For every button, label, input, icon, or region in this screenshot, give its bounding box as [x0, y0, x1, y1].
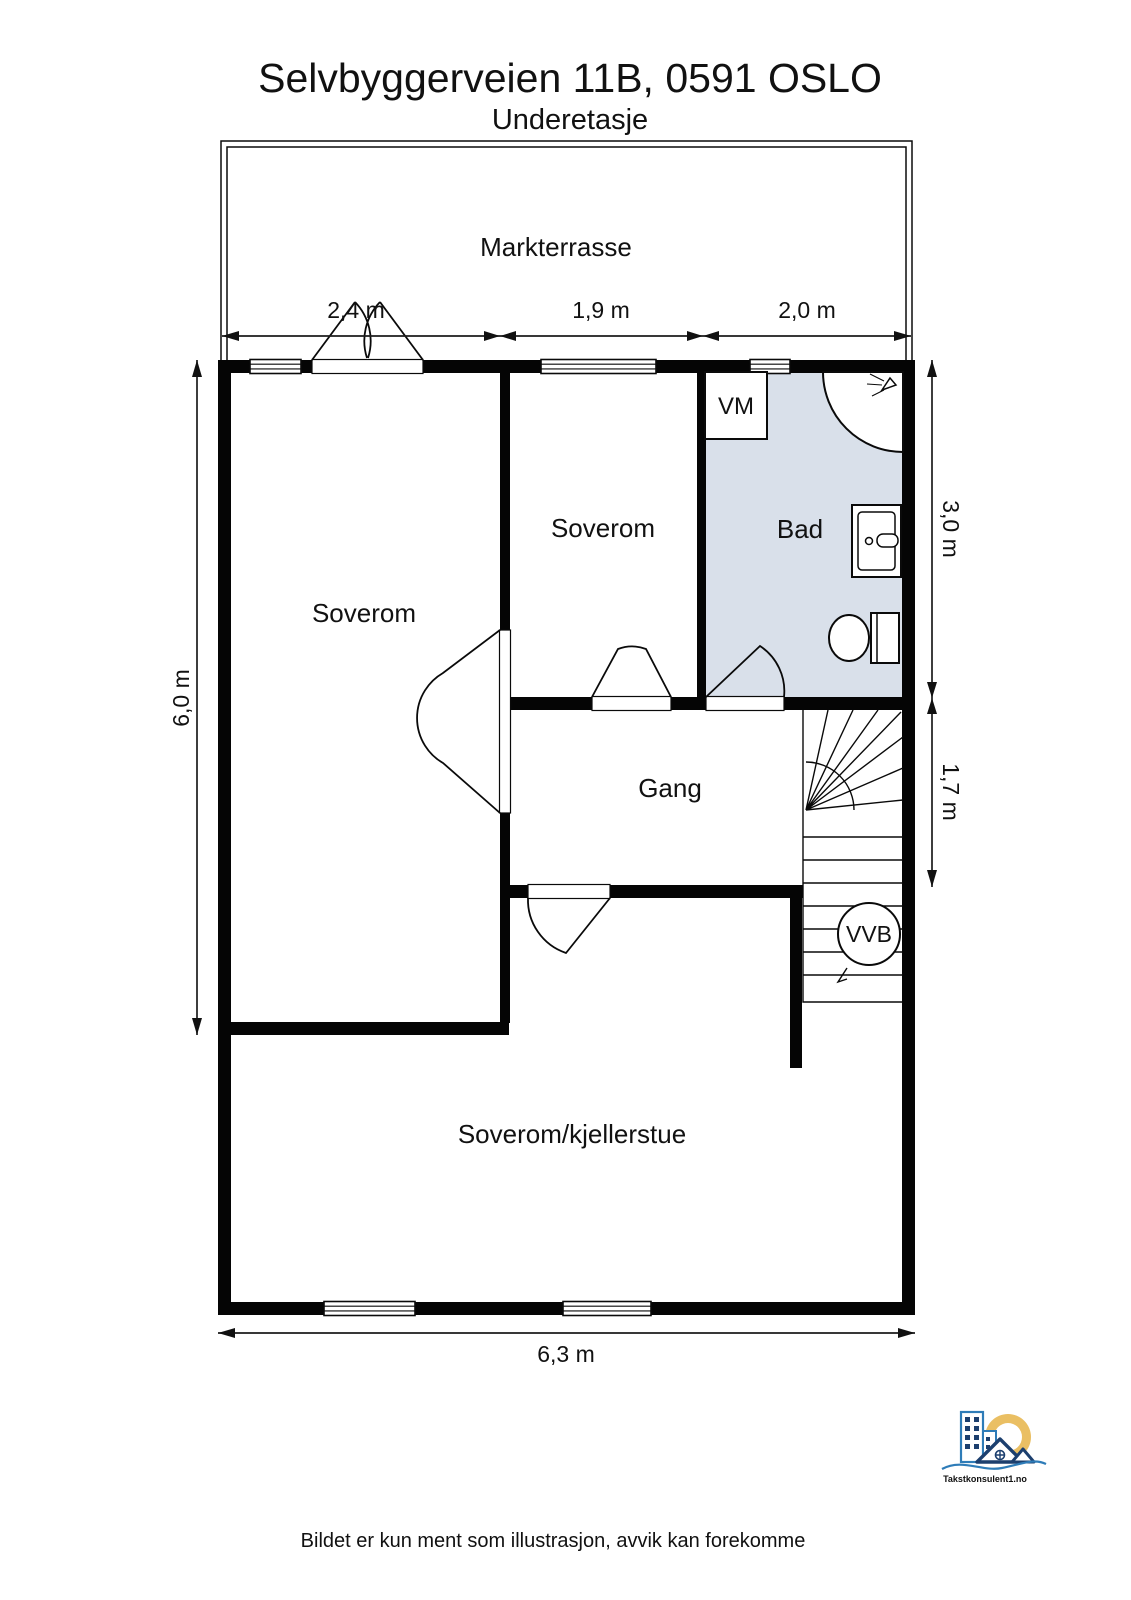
bathroom-fixtures: VM — [704, 371, 904, 664]
opening-kjellerstue — [527, 883, 611, 900]
window — [562, 1300, 652, 1317]
walls — [218, 360, 915, 1315]
terrace-french-door — [311, 301, 424, 361]
door-openings — [311, 358, 785, 900]
door-soverom-mid — [591, 645, 672, 698]
logo-building-windows — [965, 1417, 990, 1449]
terrace: Markterrasse — [220, 140, 913, 362]
washing-machine-box — [704, 371, 768, 440]
room-label-kjellerstue: Soverom/kjellerstue — [458, 1119, 686, 1149]
wall-interior-a-upper — [500, 372, 510, 630]
wall-gang-bottom-seg1 — [500, 885, 528, 898]
shower-head-icon — [866, 373, 898, 397]
window-lines — [324, 1305, 415, 1312]
dimension-bottom: 6,3 m — [218, 1328, 915, 1367]
wall-bathroom-west — [697, 372, 706, 710]
door-bad — [705, 644, 786, 698]
sink-icon — [851, 504, 902, 578]
opening-terrace-door — [311, 358, 424, 375]
dimension-top: 2,4 m 1,9 m 2,0 m — [222, 297, 911, 341]
door-kjellerstue — [527, 897, 611, 955]
window-lines — [541, 363, 656, 370]
stairs-walkline-arc — [805, 761, 855, 811]
windows — [249, 358, 791, 1317]
wall-south-seg3 — [784, 697, 903, 710]
opening-soverom-mid — [591, 695, 672, 712]
dim-label-6-3: 6,3 m — [537, 1341, 595, 1367]
dim-label-6-0: 6,0 m — [168, 669, 194, 727]
stairs-direction-tip — [836, 967, 848, 984]
wall-gang-bottom-seg2 — [610, 885, 803, 898]
window — [249, 358, 302, 375]
wall-stair-stub — [790, 898, 802, 1068]
dim-label-3-0: 3,0 m — [938, 500, 964, 558]
disclaimer-text: Bildet er kun ment som illustrasjon, avv… — [301, 1530, 806, 1552]
dim-label-2-4: 2,4 m — [327, 297, 385, 323]
dim-label-1-9: 1,9 m — [572, 297, 630, 323]
room-label-soverom-mid: Soverom — [551, 513, 655, 543]
door-soverom-left — [416, 629, 501, 814]
dimension-right: 3,0 m 1,7 m — [927, 360, 964, 887]
window-lines — [563, 1305, 651, 1312]
logo-wave — [941, 1460, 1047, 1470]
wall-interior-a-lower — [500, 813, 510, 1023]
stairs-winders — [805, 709, 904, 811]
wall-soverom-bottom — [218, 1022, 509, 1035]
wall-south-seg2 — [671, 697, 706, 710]
logo-text: Takstkonsulent1.no — [943, 1474, 1027, 1484]
shower-tray — [821, 371, 904, 454]
water-heater-circle — [837, 902, 901, 966]
toilet-icon — [828, 612, 900, 664]
dimension-left: 6,0 m — [168, 360, 202, 1035]
opening-bad — [705, 695, 785, 712]
wall-right — [902, 360, 915, 1315]
window — [749, 358, 791, 375]
opening-soverom-left — [498, 629, 512, 814]
page-title: Selvbyggerveien 11B, 0591 OSLO — [258, 55, 882, 101]
logo: Takstkonsulent1.no — [941, 1410, 1047, 1484]
door-swings — [311, 301, 786, 955]
page-subtitle: Underetasje — [492, 104, 648, 136]
window — [323, 1300, 416, 1317]
window — [540, 358, 657, 375]
logo-building-icon — [959, 1410, 985, 1464]
dim-label-1-7: 1,7 m — [938, 763, 964, 821]
room-label-gang: Gang — [638, 773, 702, 803]
room-label-bad: Bad — [777, 514, 823, 544]
dim-label-2-0: 2,0 m — [778, 297, 836, 323]
water-heater-label: VVB — [846, 921, 892, 947]
window-lines — [750, 363, 790, 370]
stairs: VVB — [802, 709, 904, 1003]
terrace-label: Markterrasse — [480, 232, 632, 262]
logo-roof-window-cross — [995, 1450, 1005, 1460]
window-lines — [250, 363, 301, 370]
washing-machine-label: VM — [718, 393, 754, 420]
stairs-boundary — [802, 710, 903, 1003]
wall-left — [218, 360, 231, 1315]
room-label-soverom-left: Soverom — [312, 598, 416, 628]
wall-south-seg1 — [510, 697, 592, 710]
